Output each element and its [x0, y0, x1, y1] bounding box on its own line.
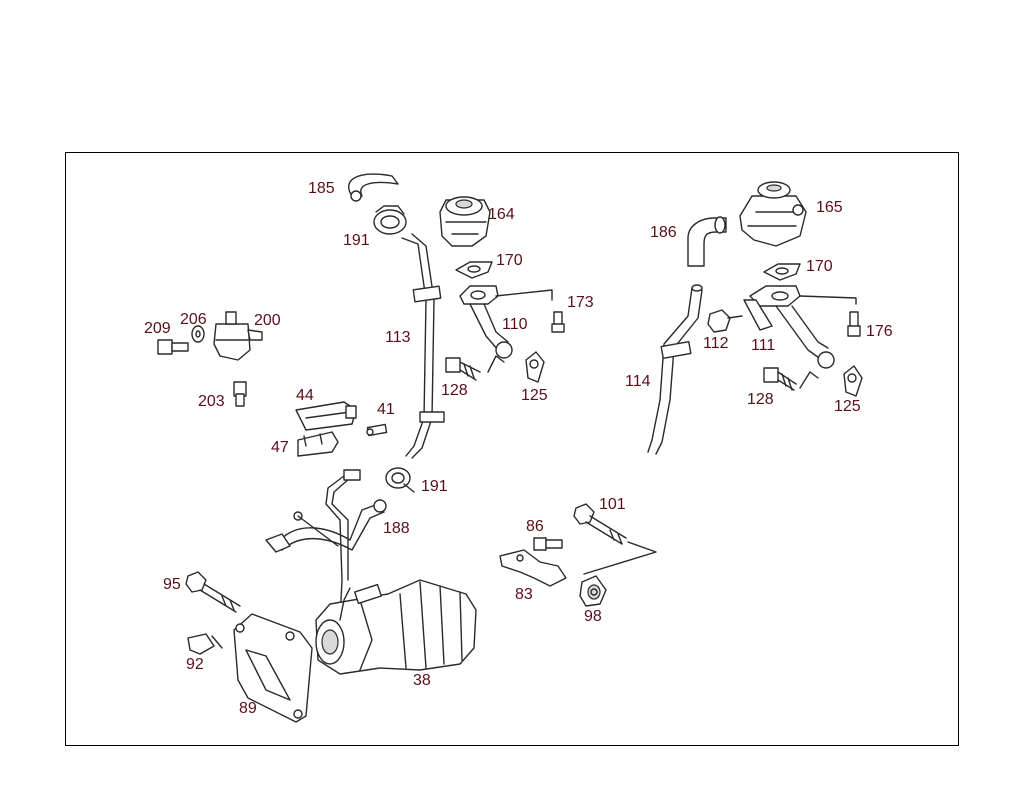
clamp-191-lower: [385, 467, 415, 493]
tube-114: [647, 284, 703, 455]
tube-113: [401, 233, 445, 459]
pipe-188: [265, 499, 387, 553]
label-110: 110: [502, 316, 528, 333]
label-98: 98: [584, 608, 602, 625]
label-209: 209: [144, 320, 171, 337]
gasket-125-right: [843, 365, 863, 397]
label-125-left: 125: [521, 387, 548, 404]
bolt-95: [185, 571, 241, 613]
hose-186: [687, 216, 727, 267]
bolt-101: [573, 503, 657, 575]
label-164: 164: [488, 206, 515, 223]
bolt-176: [847, 311, 861, 337]
hose-185: [348, 173, 399, 202]
nut-112: [707, 309, 743, 333]
label-188: 188: [383, 520, 410, 537]
clamp-191-top: [373, 205, 407, 235]
label-95: 95: [163, 576, 181, 593]
bolt-173: [551, 311, 565, 333]
bolt-128-left: [445, 355, 505, 381]
label-176: 176: [866, 323, 893, 340]
label-113: 113: [385, 329, 411, 346]
valve-164: [439, 196, 491, 247]
label-83: 83: [515, 586, 533, 603]
bolt-209: [157, 339, 189, 355]
label-191-lower: 191: [421, 478, 448, 495]
sensor-92: [187, 633, 223, 655]
valve-165: [739, 181, 807, 247]
solenoid-200: [213, 311, 263, 361]
label-114: 114: [625, 373, 651, 390]
pipe-110: [459, 285, 553, 359]
gasket-125-left: [525, 351, 545, 383]
label-89: 89: [239, 700, 257, 717]
gasket-170-left: [455, 261, 493, 279]
label-128-right: 128: [747, 391, 774, 408]
label-185: 185: [308, 180, 335, 197]
air-pump-38: [315, 579, 477, 675]
label-41: 41: [377, 401, 395, 418]
label-128-left: 128: [441, 382, 468, 399]
label-112: 112: [703, 335, 729, 352]
gasket-170-right: [763, 263, 801, 281]
label-125-right: 125: [834, 398, 861, 415]
wiring-harness: [297, 469, 361, 621]
cover-89: [233, 613, 313, 723]
label-111: 111: [751, 337, 775, 354]
diagram-frame: [65, 152, 959, 746]
bushing-98: [579, 575, 607, 607]
label-173: 173: [567, 294, 594, 311]
bracket-47: [297, 431, 339, 457]
label-101: 101: [599, 496, 626, 513]
label-203: 203: [198, 393, 225, 410]
label-38: 38: [413, 672, 431, 689]
label-170-left: 170: [496, 252, 523, 269]
label-170-right: 170: [806, 258, 833, 275]
label-191-top: 191: [343, 232, 370, 249]
connector-41: [366, 423, 388, 437]
label-92: 92: [186, 656, 204, 673]
bolt-128-right: [763, 367, 819, 391]
label-186: 186: [650, 224, 677, 241]
label-47: 47: [271, 439, 289, 456]
label-200: 200: [254, 312, 281, 329]
label-165: 165: [816, 199, 843, 216]
bracket-83: [499, 549, 567, 587]
label-44: 44: [296, 387, 314, 404]
pipe-111: [743, 285, 857, 369]
fitting-203: [233, 381, 247, 407]
label-206: 206: [180, 311, 207, 328]
relay-44: [295, 401, 357, 431]
bolt-86: [533, 537, 563, 551]
label-86: 86: [526, 518, 544, 535]
washer-206: [191, 325, 205, 343]
